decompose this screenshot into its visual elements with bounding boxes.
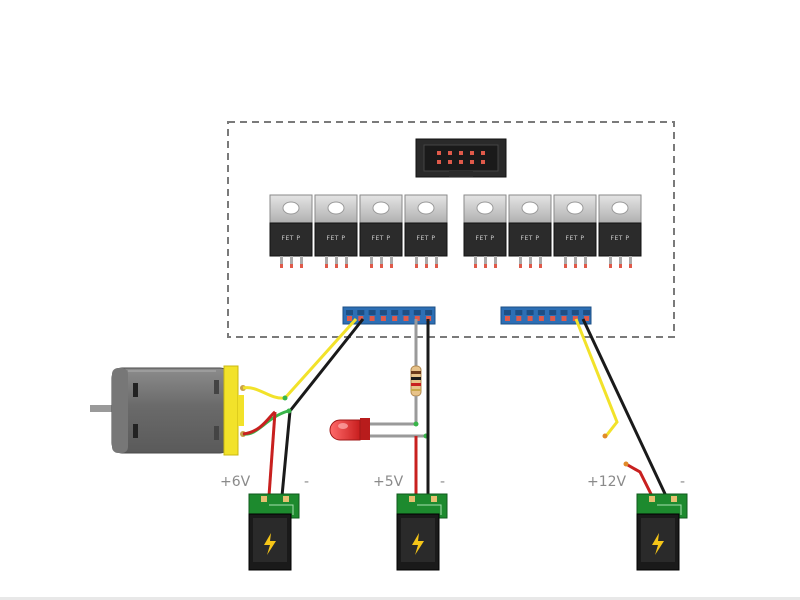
- terminal-screw: [368, 310, 376, 315]
- wire-black-12v: [581, 318, 668, 497]
- terminal-screw: [549, 310, 557, 315]
- terminal-pin: [572, 316, 578, 321]
- terminal-screw: [357, 310, 365, 315]
- terminal-pin: [403, 316, 409, 321]
- terminal-pin: [358, 316, 364, 321]
- terminal-pin: [369, 316, 375, 321]
- fet-icon: FET P: [553, 194, 597, 268]
- terminal-pin: [380, 316, 386, 321]
- wire-red-6v: [267, 411, 277, 497]
- motor-icon: [90, 365, 246, 456]
- idc-pin: [470, 151, 474, 155]
- fet-label: FET P: [611, 235, 630, 242]
- power-jack-icon: [636, 493, 688, 571]
- idc-pin: [448, 151, 452, 155]
- label-minus-12v: -: [680, 474, 685, 490]
- wire-black-6v: [280, 318, 365, 497]
- terminal-screw: [346, 310, 353, 315]
- terminal-screw: [391, 310, 399, 315]
- power-jack-icon: [396, 493, 448, 571]
- fet-label: FET P: [372, 235, 391, 242]
- fet-icon: FET P: [404, 194, 448, 268]
- terminal-pin: [538, 316, 544, 321]
- wire-grey-led-anode: [370, 396, 418, 426]
- wire-red-12v: [625, 462, 654, 497]
- terminal-screw: [560, 310, 568, 315]
- fet-icon: FET P: [463, 194, 507, 268]
- terminal-screw: [413, 310, 421, 315]
- terminal-screw: [537, 310, 545, 315]
- label-minus-5v: -: [440, 474, 445, 490]
- idc-pin: [481, 160, 485, 164]
- idc-pin: [470, 160, 474, 164]
- led-icon: [329, 418, 370, 441]
- resistor-icon: [410, 365, 422, 397]
- terminal-block-left: [342, 306, 436, 325]
- idc-pin: [459, 151, 463, 155]
- fet-label: FET P: [521, 235, 540, 242]
- terminal-pin: [550, 316, 556, 321]
- label-plus12v: +12V: [587, 474, 627, 490]
- fet-icon: FET P: [269, 194, 313, 268]
- terminal-pin: [561, 316, 567, 321]
- bottom-rule: [0, 597, 800, 600]
- idc-pin: [459, 160, 463, 164]
- terminal-pin: [414, 316, 420, 321]
- idc-pin: [437, 160, 441, 164]
- idc-pin: [448, 160, 452, 164]
- terminal-screw: [583, 310, 591, 315]
- power-jack-icon: [248, 493, 300, 571]
- terminal-block-right: [500, 306, 592, 325]
- terminal-pin: [426, 316, 432, 321]
- idc-pin: [437, 151, 441, 155]
- terminal-pin: [584, 316, 590, 321]
- label-minus-6v: -: [304, 474, 309, 490]
- fet-label: FET P: [327, 235, 346, 242]
- fet-row: FET P FET P FET P FET P FET P FET P FET P FET P: [269, 194, 642, 268]
- terminal-screw: [379, 310, 387, 315]
- fet-icon: FET P: [508, 194, 552, 268]
- idc-header-icon: [415, 138, 507, 178]
- fet-icon: FET P: [359, 194, 403, 268]
- fet-icon: FET P: [598, 194, 642, 268]
- idc-pin: [481, 151, 485, 155]
- terminal-pin: [516, 316, 522, 321]
- fet-label: FET P: [282, 235, 301, 242]
- wire-yellow-motor: [242, 317, 358, 400]
- terminal-screw: [504, 310, 511, 315]
- terminal-screw: [515, 310, 523, 315]
- terminal-pin: [505, 316, 510, 321]
- label-plus5v: +5V: [373, 474, 404, 490]
- fet-label: FET P: [476, 235, 495, 242]
- terminal-screw: [402, 310, 410, 315]
- wire-yellow-12v: [574, 318, 619, 437]
- fet-label: FET P: [566, 235, 585, 242]
- terminal-pin: [347, 316, 352, 321]
- fet-label: FET P: [417, 235, 436, 242]
- board-outline: [227, 121, 675, 338]
- wire-red-motor: [242, 410, 276, 436]
- terminal-pin: [392, 316, 398, 321]
- fet-icon: FET P: [314, 194, 358, 268]
- terminal-screw: [425, 310, 433, 315]
- terminal-pin: [527, 316, 533, 321]
- label-plus6v: +6V: [220, 474, 251, 490]
- terminal-screw: [571, 310, 579, 315]
- terminal-screw: [526, 310, 534, 315]
